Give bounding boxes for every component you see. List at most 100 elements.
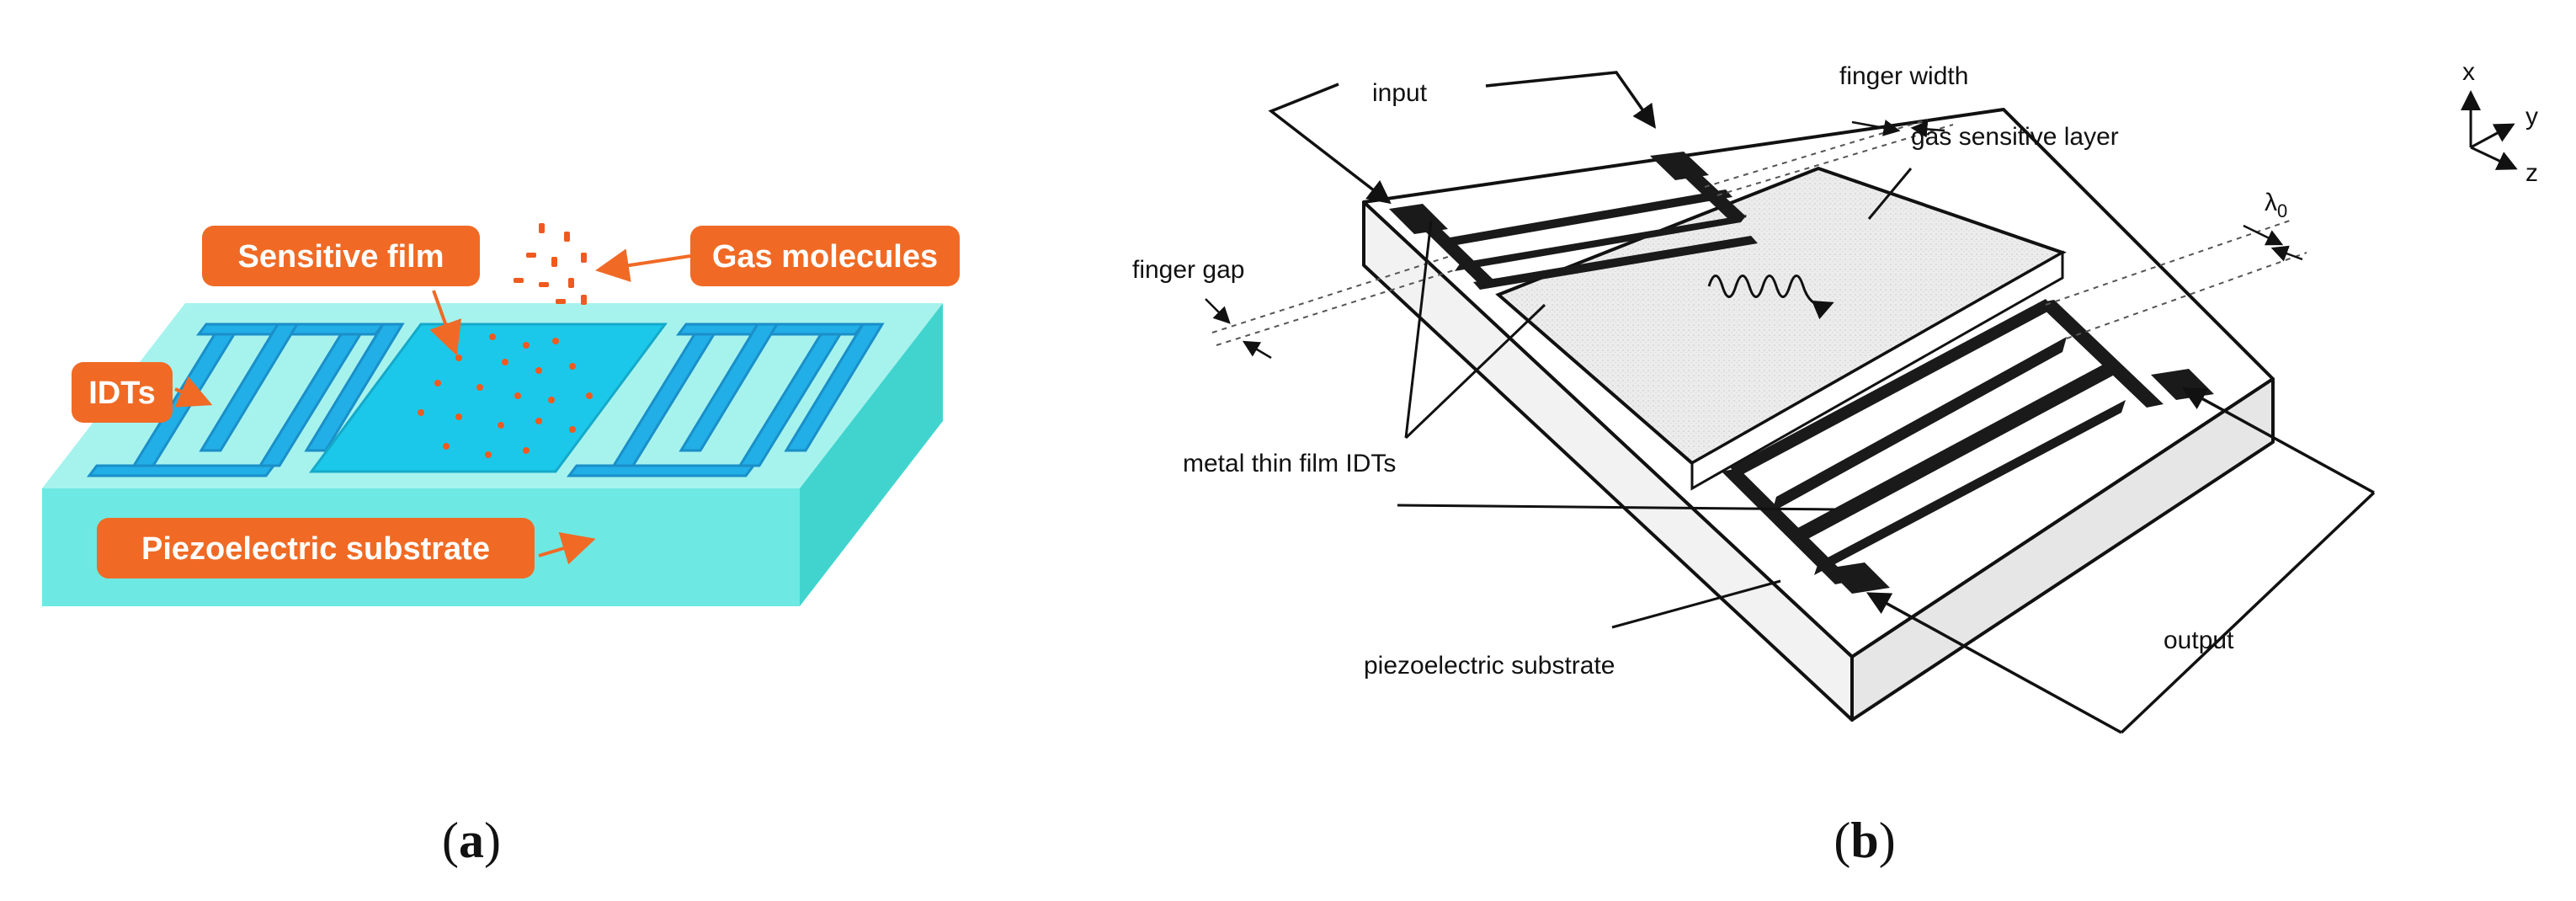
input-pad-left: [1389, 204, 1448, 234]
caption-b: (b): [1834, 813, 1895, 868]
input-finger-3: [1473, 236, 1758, 290]
finger-gap-arrow: [1205, 298, 1231, 324]
caption-a: (a): [442, 813, 501, 868]
molecule: [455, 355, 462, 361]
dimension-arrows: [1205, 120, 2303, 360]
idt-left-bus-bottom: [87, 464, 276, 477]
molecule: [514, 278, 524, 283]
molecule: [581, 253, 587, 263]
io-connectors: [1268, 71, 2376, 734]
substrate-label-a: Piezoelectric substrate: [141, 531, 490, 567]
idt-right-finger-2: [679, 323, 780, 452]
molecule: [551, 257, 557, 267]
substrate-side-face: [800, 303, 943, 606]
molecule: [485, 451, 492, 458]
molecule: [569, 426, 576, 433]
idt-right-finger-1: [611, 333, 716, 467]
finger-gap-label: finger gap: [1132, 256, 1244, 284]
sensitive-film: [309, 323, 668, 473]
molecule: [523, 447, 530, 454]
axis-x-label: x: [2462, 58, 2475, 86]
idt-right: [567, 323, 885, 477]
molecule: [586, 392, 593, 399]
metal-idts-label: metal thin film IDTs: [1183, 450, 1396, 477]
output-wire-right: [2181, 387, 2375, 494]
idt-left-finger-3: [258, 333, 363, 467]
idt-right-finger-3: [737, 333, 843, 467]
label-box: [72, 362, 173, 423]
metal-idts-leader-3: [1397, 504, 1836, 511]
input-wire-right: [1485, 71, 1657, 129]
label-box: [97, 518, 535, 578]
lambda-guide: [2066, 252, 2307, 339]
metal-idts-leader-2: [1404, 303, 1546, 440]
idt-left-finger-2: [199, 323, 300, 452]
label-box: [690, 226, 960, 286]
molecule: [564, 232, 570, 242]
lambda-arrow: [2270, 245, 2303, 262]
label-box: [202, 226, 480, 286]
molecule: [535, 418, 542, 424]
callout-substrate: Piezoelectric substrate: [97, 518, 596, 578]
panel-b: input finger width gas sensitive layer f…: [1132, 58, 2538, 868]
output-wire-bottom: [1865, 592, 2122, 734]
lambda-label: λ0: [2265, 189, 2287, 221]
molecule: [523, 342, 530, 349]
output-label: output: [2164, 626, 2234, 654]
idt-right-finger-4: [784, 323, 885, 452]
output-finger-1: [1730, 299, 2054, 477]
panel-a: Sensitive film Gas molecules IDTs Piezoe…: [42, 223, 960, 868]
molecule: [581, 295, 587, 305]
gas-layer-leader: [1867, 168, 1913, 220]
callout-arrow: [595, 248, 691, 282]
molecule: [498, 422, 504, 429]
callout-idts: IDTs: [72, 362, 213, 423]
coordinate-axes: [2461, 90, 2518, 170]
molecule: [476, 384, 483, 391]
output-finger-4: [1814, 400, 2126, 575]
gas-sensitive-layer-label: gas sensitive layer: [1911, 123, 2119, 151]
input-wire-left: [1268, 83, 1392, 205]
output-pad-left: [1827, 562, 1890, 594]
molecule: [489, 333, 496, 340]
callout-arrow: [174, 376, 213, 408]
idt-output: [1722, 299, 2214, 594]
molecule: [502, 359, 508, 365]
output-bus-left: [1722, 468, 1852, 584]
metal-idts-leader-1: [1404, 220, 1433, 439]
molecule: [535, 367, 542, 374]
finger-gap-guide: [1211, 256, 1449, 333]
idts-label: IDTs: [88, 376, 156, 411]
idt-input: [1389, 152, 1758, 290]
molecule: [569, 363, 576, 370]
molecule: [568, 278, 574, 288]
axis-z-line: [2470, 146, 2518, 170]
molecule: [552, 338, 559, 344]
dimension-guides: [1211, 119, 2307, 346]
molecule: [443, 443, 450, 450]
axis-y-line: [2470, 123, 2515, 149]
output-frame: [2120, 491, 2376, 734]
finger-gap-guide: [1216, 269, 1457, 346]
sensitive-film-label: Sensitive film: [238, 239, 444, 275]
molecule: [434, 380, 441, 387]
finger-width-label: finger width: [1839, 62, 1968, 90]
callout-arrow: [538, 532, 596, 565]
output-bus-right: [2037, 300, 2164, 408]
molecule: [514, 392, 521, 399]
molecule: [556, 299, 566, 304]
callout-sensitive-film: Sensitive film: [202, 226, 480, 356]
output-finger-2: [1772, 337, 2067, 512]
acoustic-wave: [1707, 275, 1834, 320]
finger-width-arrow: [1851, 120, 1901, 136]
molecule: [539, 282, 549, 287]
lambda-arrow: [2243, 224, 2284, 246]
molecule: [526, 253, 536, 258]
molecule: [455, 413, 462, 420]
input-finger-2: [1455, 215, 1747, 271]
finger-gap-arrow: [1242, 340, 1272, 360]
gas-molecules-label: Gas molecules: [712, 239, 938, 275]
axis-z-label: z: [2525, 159, 2538, 187]
lambda-guide: [2045, 220, 2291, 306]
